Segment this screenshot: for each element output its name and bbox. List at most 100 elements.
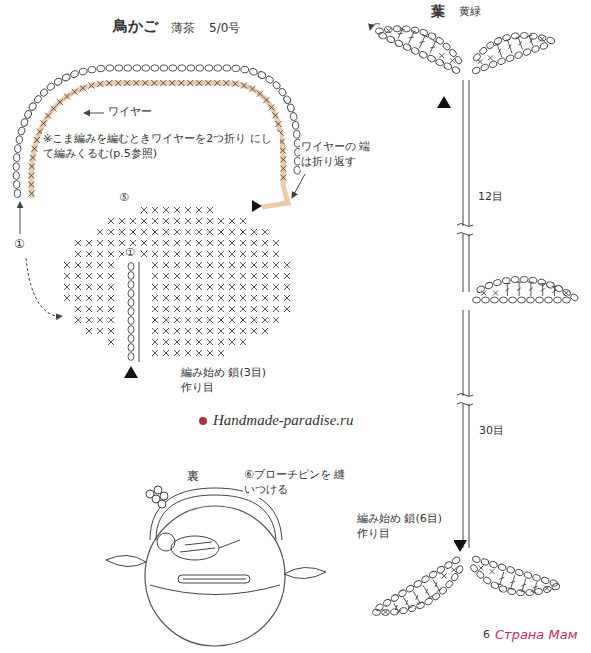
single-crochet [229, 317, 235, 323]
chain-stitch [514, 51, 523, 59]
single-crochet [75, 317, 81, 323]
chain-stitch [421, 575, 431, 584]
single-crochet [196, 273, 202, 279]
single-crochet [207, 240, 213, 246]
single-crochet [174, 339, 180, 345]
single-crochet [249, 86, 255, 92]
back-view-handle [156, 495, 276, 540]
wire-marker [252, 200, 262, 212]
chain-stitch [17, 126, 25, 135]
single-crochet [207, 317, 213, 323]
single-crochet [229, 229, 235, 235]
chain-stitch [61, 73, 71, 82]
chain-stitch [482, 297, 490, 303]
chain-stitch [554, 297, 562, 303]
chain-stitch [402, 43, 412, 52]
guide-path [375, 32, 460, 72]
chain-stitch [128, 299, 134, 307]
chain-stitch [382, 598, 392, 607]
chain-stitch [480, 63, 489, 71]
single-crochet [240, 339, 246, 345]
single-crochet [45, 113, 51, 119]
start-note: 編み始め 鎖(6目)作り目 [356, 512, 454, 542]
single-crochet [196, 218, 202, 224]
single-crochet [187, 80, 193, 86]
single-crochet [108, 251, 114, 257]
single-crochet [174, 207, 180, 213]
single-crochet [160, 80, 166, 86]
single-crochet [97, 284, 103, 290]
single-crochet [273, 240, 279, 246]
chain-stitch [24, 109, 33, 119]
chain-stitch [451, 556, 461, 565]
single-crochet [108, 306, 114, 312]
chain-stitch [546, 36, 555, 44]
single-crochet [196, 229, 202, 235]
chain-stitch [14, 144, 21, 153]
single-crochet [163, 306, 169, 312]
guide-path [375, 29, 463, 67]
single-crochet [383, 609, 388, 614]
single-crochet [29, 164, 35, 170]
single-crochet [280, 157, 286, 163]
single-crochet [75, 284, 81, 290]
chain-stitch [531, 45, 540, 53]
single-crochet [86, 306, 92, 312]
single-crochet [97, 81, 103, 87]
row-number: ① [124, 246, 136, 261]
single-crochet [75, 240, 81, 246]
chain-stitch [545, 297, 553, 303]
start-marker [124, 366, 138, 378]
chain-stitch [413, 579, 423, 588]
single-crochet [86, 251, 92, 257]
single-crochet [196, 80, 202, 86]
chain-stitch [70, 70, 79, 79]
single-crochet [218, 229, 224, 235]
chain-stitch [232, 65, 240, 72]
chain-stitch [410, 47, 420, 56]
single-crochet [97, 262, 103, 268]
single-crochet [75, 295, 81, 301]
chain-stitch [505, 54, 514, 62]
chain-stitch [128, 272, 134, 280]
single-crochet [185, 317, 191, 323]
single-crochet [185, 229, 191, 235]
single-crochet [280, 166, 286, 172]
chain-stitch [128, 353, 134, 361]
direction-arrow [20, 202, 21, 234]
chain-stitch [518, 297, 526, 303]
single-crochet [88, 83, 94, 89]
single-crochet [240, 317, 246, 323]
single-crochet [439, 53, 444, 58]
single-crochet [207, 328, 213, 334]
single-crochet [196, 251, 202, 257]
single-crochet [262, 251, 268, 257]
single-crochet [251, 306, 257, 312]
single-crochet [185, 284, 191, 290]
single-crochet [207, 295, 213, 301]
single-crochet [163, 284, 169, 290]
single-crochet [263, 97, 269, 103]
single-crochet [218, 328, 224, 334]
chain-stitch [491, 297, 499, 303]
start-marker [453, 540, 467, 552]
chain-stitch [393, 26, 401, 32]
single-crochet [174, 262, 180, 268]
single-crochet [163, 273, 169, 279]
chain-stitch [472, 66, 481, 74]
single-crochet [185, 262, 191, 268]
single-crochet [262, 328, 268, 334]
chain-stitch [205, 65, 213, 71]
chain-stitch [536, 297, 544, 303]
chain-stitch [569, 293, 579, 302]
guide-path [472, 558, 560, 585]
single-crochet [97, 317, 103, 323]
single-crochet [75, 306, 81, 312]
single-crochet [240, 328, 246, 334]
single-crochet [152, 207, 158, 213]
back-view-leaf [284, 567, 326, 578]
single-crochet [207, 284, 213, 290]
wire-note: ワイヤーの 端は折り返す [300, 140, 376, 170]
single-crochet [174, 240, 180, 246]
stitch-count: 6 [482, 628, 491, 643]
